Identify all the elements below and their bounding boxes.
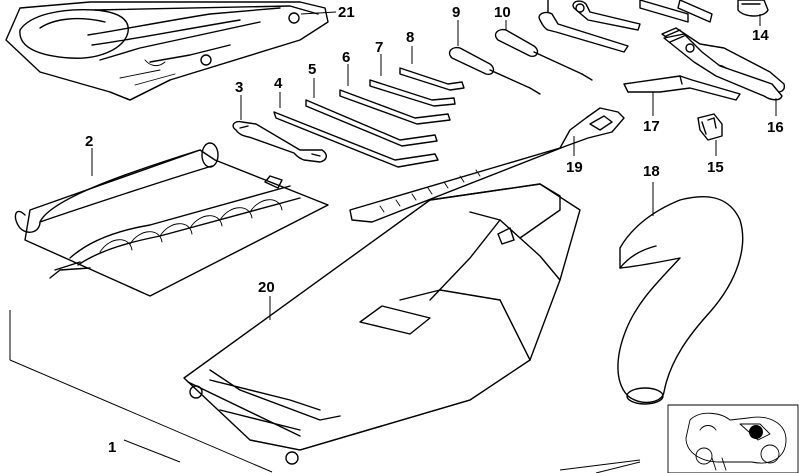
part-16-pliers bbox=[661, 27, 785, 116]
callout-14: 14 bbox=[752, 27, 769, 44]
location-marker-dot bbox=[749, 425, 763, 439]
callout-labels: 1 2 3 4 5 6 7 8 9 10 14 15 16 17 18 19 2… bbox=[85, 4, 784, 456]
part-5-hex-key bbox=[305, 78, 438, 147]
part-1-leader bbox=[9, 310, 641, 473]
callout-19: 19 bbox=[566, 159, 583, 176]
callout-8: 8 bbox=[406, 29, 414, 46]
part-14-socket-wrench bbox=[572, 0, 769, 31]
callout-7: 7 bbox=[375, 39, 383, 56]
part-4-hex-key bbox=[273, 92, 439, 168]
part-19-flat-bar-tool bbox=[349, 107, 625, 223]
callout-1: 1 bbox=[108, 439, 116, 456]
callout-3: 3 bbox=[235, 79, 243, 96]
part-15-fuse bbox=[697, 113, 723, 156]
part-21-tool-roll bbox=[5, 1, 337, 101]
callout-15: 15 bbox=[707, 159, 724, 176]
part-6-hex-key bbox=[339, 64, 451, 125]
vehicle-locator-thumbnail bbox=[667, 404, 799, 473]
callout-9: 9 bbox=[452, 4, 460, 21]
callout-17: 17 bbox=[643, 118, 660, 135]
part-2-tool-bag bbox=[14, 142, 329, 297]
part-18-rubber-sleeve bbox=[617, 182, 744, 405]
part-10-screwdriver bbox=[494, 20, 593, 81]
callout-18: 18 bbox=[643, 163, 660, 180]
callout-16: 16 bbox=[767, 119, 784, 136]
callout-5: 5 bbox=[308, 61, 316, 78]
callout-21: 21 bbox=[338, 4, 355, 21]
part-8-hex-key bbox=[399, 46, 465, 91]
callout-6: 6 bbox=[342, 49, 350, 66]
callout-20: 20 bbox=[258, 279, 275, 296]
callout-10: 10 bbox=[494, 4, 511, 21]
part-20-tool-tray bbox=[183, 183, 581, 465]
part-3-spanner bbox=[232, 95, 327, 163]
part-hook-spanner bbox=[538, 0, 629, 53]
callout-4: 4 bbox=[274, 75, 283, 92]
part-9-screwdriver bbox=[448, 20, 541, 95]
part-17-metal-strip bbox=[623, 75, 741, 116]
callout-2: 2 bbox=[85, 133, 93, 150]
part-7-hex-key bbox=[369, 54, 456, 107]
